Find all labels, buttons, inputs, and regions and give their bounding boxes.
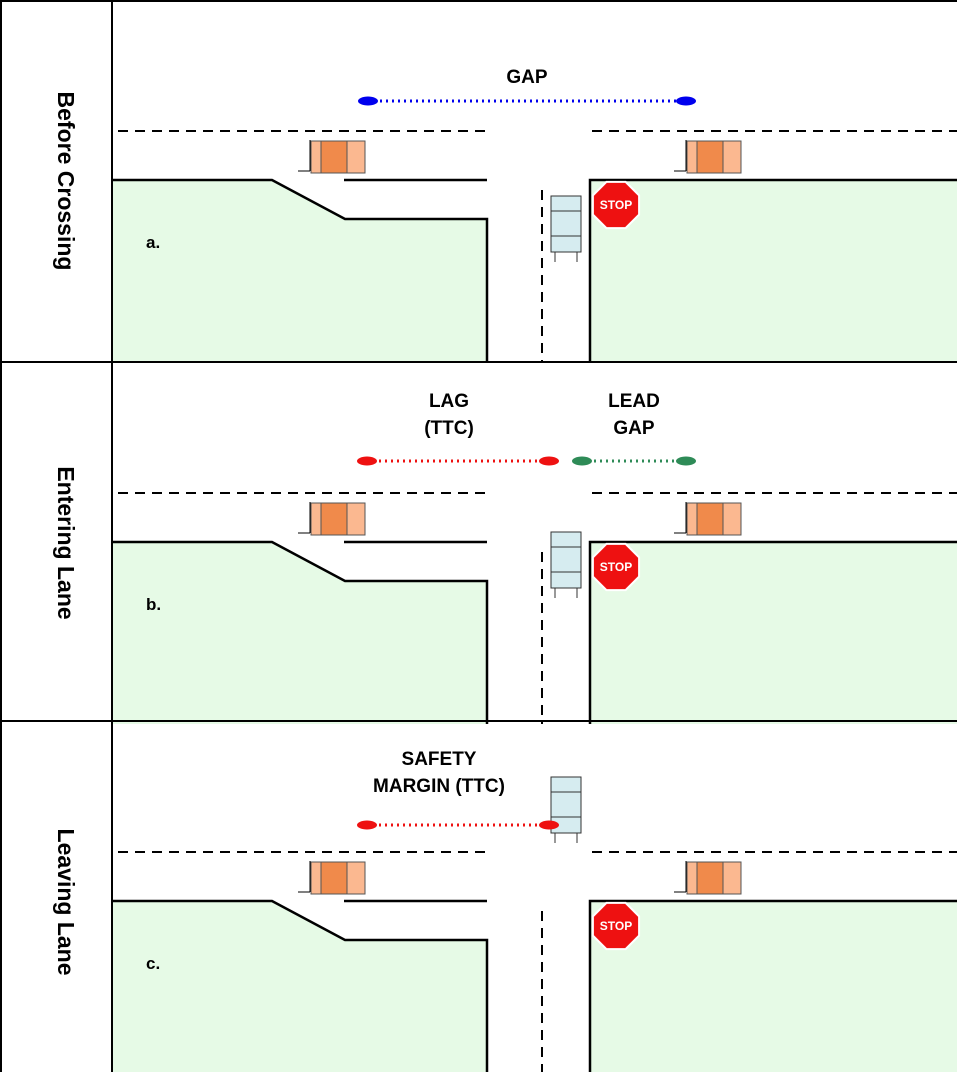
stop-sign-text: STOP xyxy=(600,198,632,212)
panel-1: STOP a. Before Crossing GAP xyxy=(53,67,957,362)
panel-side-label: Leaving Lane xyxy=(53,829,79,976)
truck-rear xyxy=(346,140,366,174)
stop-sign-text: STOP xyxy=(600,560,632,574)
truck-rear xyxy=(722,502,742,536)
stop-sign: STOP xyxy=(591,180,641,230)
truck xyxy=(298,502,366,536)
truck xyxy=(674,861,742,895)
land-left xyxy=(113,180,487,362)
panel-letter: b. xyxy=(146,595,161,614)
safety-margin-line xyxy=(357,820,559,830)
truck-front xyxy=(686,861,698,895)
truck-rear xyxy=(346,861,366,895)
panel-side-label: Entering Lane xyxy=(53,466,79,619)
gap-line-start-marker xyxy=(358,96,378,106)
land-right xyxy=(590,542,957,724)
safety-margin-line-start-marker xyxy=(357,820,377,830)
gap-label-line-1: GAP xyxy=(506,67,548,88)
land-right xyxy=(590,180,957,362)
truck-front xyxy=(310,502,322,536)
lead-gap-label-line-1: LEAD xyxy=(608,391,660,412)
lag-line-start-marker xyxy=(357,456,377,466)
truck-front xyxy=(686,140,698,174)
land-left xyxy=(113,542,487,724)
gap-line xyxy=(358,96,696,106)
stop-sign-octagon xyxy=(591,542,641,592)
lag-label-line-2: (TTC) xyxy=(424,418,474,439)
stop-sign: STOP xyxy=(591,542,641,592)
lead-gap-line-end-marker xyxy=(676,456,696,466)
car xyxy=(550,531,582,598)
safety-margin-label-line-2: MARGIN (TTC) xyxy=(373,776,505,797)
safety-margin-line-end-marker xyxy=(539,820,559,830)
road-edge-right xyxy=(588,540,957,724)
stop-sign-text: STOP xyxy=(600,919,632,933)
lead-gap-label-line-2: GAP xyxy=(613,418,655,439)
truck-trailer xyxy=(696,140,724,174)
road-edge-right xyxy=(588,899,957,1072)
lead-gap-line-start-marker xyxy=(572,456,592,466)
car xyxy=(550,776,582,843)
road-edge-left xyxy=(113,899,489,1072)
stop-sign: STOP xyxy=(591,901,641,951)
truck-rear xyxy=(722,140,742,174)
stop-sign-octagon xyxy=(591,901,641,951)
panel-letter: a. xyxy=(146,233,160,252)
gap-line-end-marker xyxy=(676,96,696,106)
road-edge-right xyxy=(588,178,957,362)
panel-3: STOP c. Leaving Lane SAFETY MARGIN (TTC) xyxy=(53,749,957,1072)
lag-line-end-marker xyxy=(539,456,559,466)
truck xyxy=(674,502,742,536)
panel-2: STOP b. Entering Lane LAG (TTC) LEAD GAP xyxy=(53,391,957,724)
truck-front xyxy=(310,861,322,895)
truck xyxy=(298,861,366,895)
truck xyxy=(674,140,742,174)
truck-trailer xyxy=(320,502,348,536)
land-left xyxy=(113,901,487,1072)
panel-side-label: Before Crossing xyxy=(53,92,79,271)
truck-rear xyxy=(722,861,742,895)
lag-line xyxy=(357,456,559,466)
lead-gap-line xyxy=(572,456,696,466)
truck-trailer xyxy=(696,502,724,536)
car-body xyxy=(550,195,582,253)
truck-rear xyxy=(346,502,366,536)
stop-sign-octagon xyxy=(591,180,641,230)
road-edge-left xyxy=(113,540,489,724)
land-right xyxy=(590,901,957,1072)
panel-letter: c. xyxy=(146,954,160,973)
road-edge-left xyxy=(113,178,489,362)
truck xyxy=(298,140,366,174)
truck-front xyxy=(686,502,698,536)
safety-margin-label-line-1: SAFETY xyxy=(402,749,477,770)
car-body xyxy=(550,531,582,589)
lag-label-line-1: LAG xyxy=(429,391,469,412)
truck-trailer xyxy=(696,861,724,895)
car xyxy=(550,195,582,262)
truck-trailer xyxy=(320,140,348,174)
truck-front xyxy=(310,140,322,174)
truck-trailer xyxy=(320,861,348,895)
